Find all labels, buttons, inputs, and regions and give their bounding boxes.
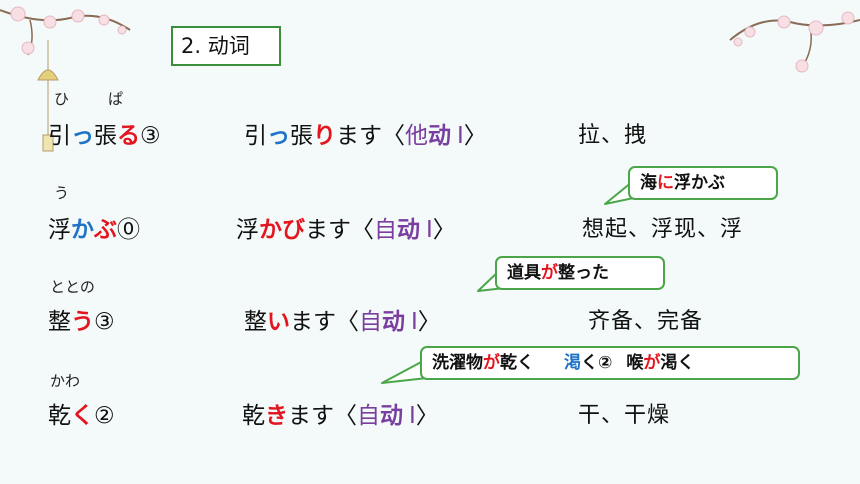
ruby-kawa: かわ	[50, 372, 81, 390]
meaning-ukabu: 想起、浮现、浮	[582, 217, 744, 242]
word-ukabu: 浮かぶ⓪	[48, 217, 140, 243]
cherry-blossom-branch-right	[729, 11, 860, 73]
ruby-totono: ととの	[50, 278, 95, 296]
cherry-blossom-branch-left	[0, 6, 131, 56]
callout-dougu-ga-totonotta: 道具が整った	[495, 256, 665, 290]
meaning-totonou: 齐备、完备	[588, 309, 704, 334]
word-hipparu: 引っ張る③	[48, 123, 161, 149]
ruby-pa: ぱ	[108, 90, 124, 108]
ruby-hi: ひ	[54, 90, 70, 108]
word-totonou: 整う③	[48, 309, 115, 335]
meaning-kawaku: 干、干燥	[578, 403, 671, 428]
meaning-hipparu: 拉、拽	[578, 123, 648, 148]
ruby-u: う	[54, 184, 70, 202]
callout-umi-ni-ukabu: 海に浮かぶ	[628, 166, 778, 200]
wind-chime	[37, 40, 59, 152]
section-title: 2. 动词	[171, 26, 281, 66]
word-kawaku: 乾く②	[48, 403, 115, 429]
